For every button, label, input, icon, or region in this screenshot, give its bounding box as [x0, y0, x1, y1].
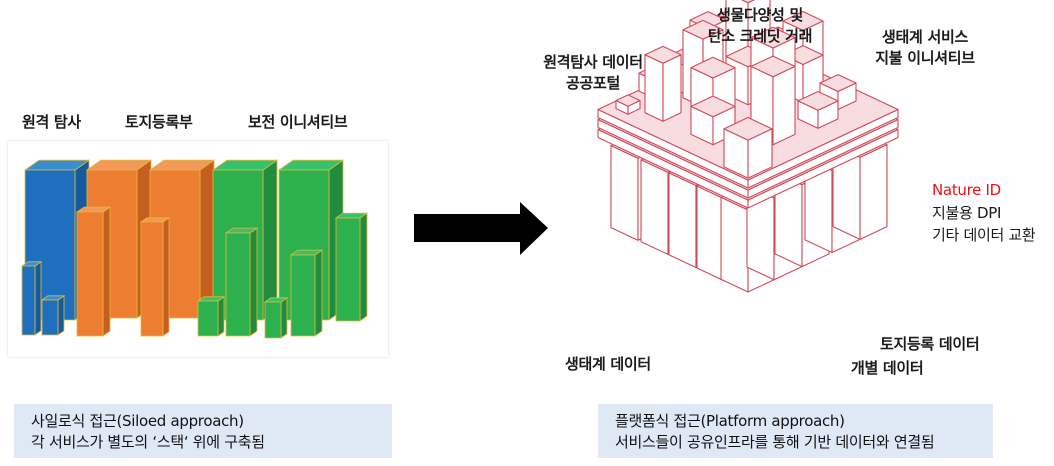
service-tower [690, 95, 736, 146]
silo-bar [40, 295, 66, 336]
label-biodiversity-carbon: 생물다양성 및 탄소 크레딧 거래 [690, 5, 830, 47]
siloed-caption: 사일로식 접근(Siloed approach) 각 서비스가 별도의 ‘스택‘… [14, 404, 392, 458]
service-tower [644, 45, 682, 122]
silo-bar [20, 261, 43, 336]
header-conservation: 보전 이니셔티브 [248, 113, 348, 131]
label-ecosystem-payments-line1: 생태계 서비스 [882, 28, 968, 46]
label-land-registry-data: 토지등록 데이터 [880, 335, 980, 353]
silo-bar [334, 212, 369, 322]
silo-bar [196, 296, 226, 337]
service-tower [797, 90, 839, 129]
label-remote-sensing-portal-line1: 원격탐사 데이터 [543, 53, 643, 71]
label-payment-dpi: 지불용 DPI [932, 204, 1002, 222]
platform-caption-title: 플랫폼식 접근(Platform approach) [615, 412, 845, 430]
silo-bar [224, 227, 259, 337]
silo-bar [75, 206, 112, 337]
label-biodiversity-carbon-line1: 생물다양성 및 [717, 6, 803, 24]
label-ecosystem-payments-line2: 지불 이니셔티브 [875, 49, 975, 67]
label-remote-sensing-portal: 원격탐사 데이터 공공포털 [533, 52, 653, 94]
silo-bar [263, 297, 289, 339]
siloed-caption-title: 사일로식 접근(Siloed approach) [31, 412, 244, 430]
label-ecosystem-data: 생태계 데이터 [565, 355, 651, 373]
service-tower [723, 117, 773, 179]
silo-bar [139, 217, 171, 337]
label-remote-sensing-portal-line2: 공공포털 [565, 74, 620, 92]
silo-bars-illustration [20, 159, 369, 339]
siloed-caption-desc: 각 서비스가 별도의 ‘스택‘ 위에 구축됨 [31, 433, 265, 451]
label-nature-id: Nature ID [932, 181, 1001, 199]
header-remote-sensing: 원격 탐사 [22, 113, 81, 131]
label-biodiversity-carbon-line2: 탄소 크레딧 거래 [707, 27, 813, 45]
label-data-exchange: 기타 데이터 교환 [932, 226, 1036, 244]
silo-bar [289, 249, 324, 337]
header-land-registry: 토지등록부 [125, 113, 193, 131]
label-ecosystem-payments: 생태계 서비스 지불 이니셔티브 [860, 27, 990, 69]
platform-caption-desc: 서비스들이 공유인프라를 통해 기반 데이터와 연결됨 [615, 433, 935, 451]
platform-caption: 플랫폼식 접근(Platform approach) 서비스들이 공유인프라를 … [598, 404, 993, 458]
service-tower [615, 94, 641, 115]
label-individual-data: 개별 데이터 [851, 359, 924, 377]
